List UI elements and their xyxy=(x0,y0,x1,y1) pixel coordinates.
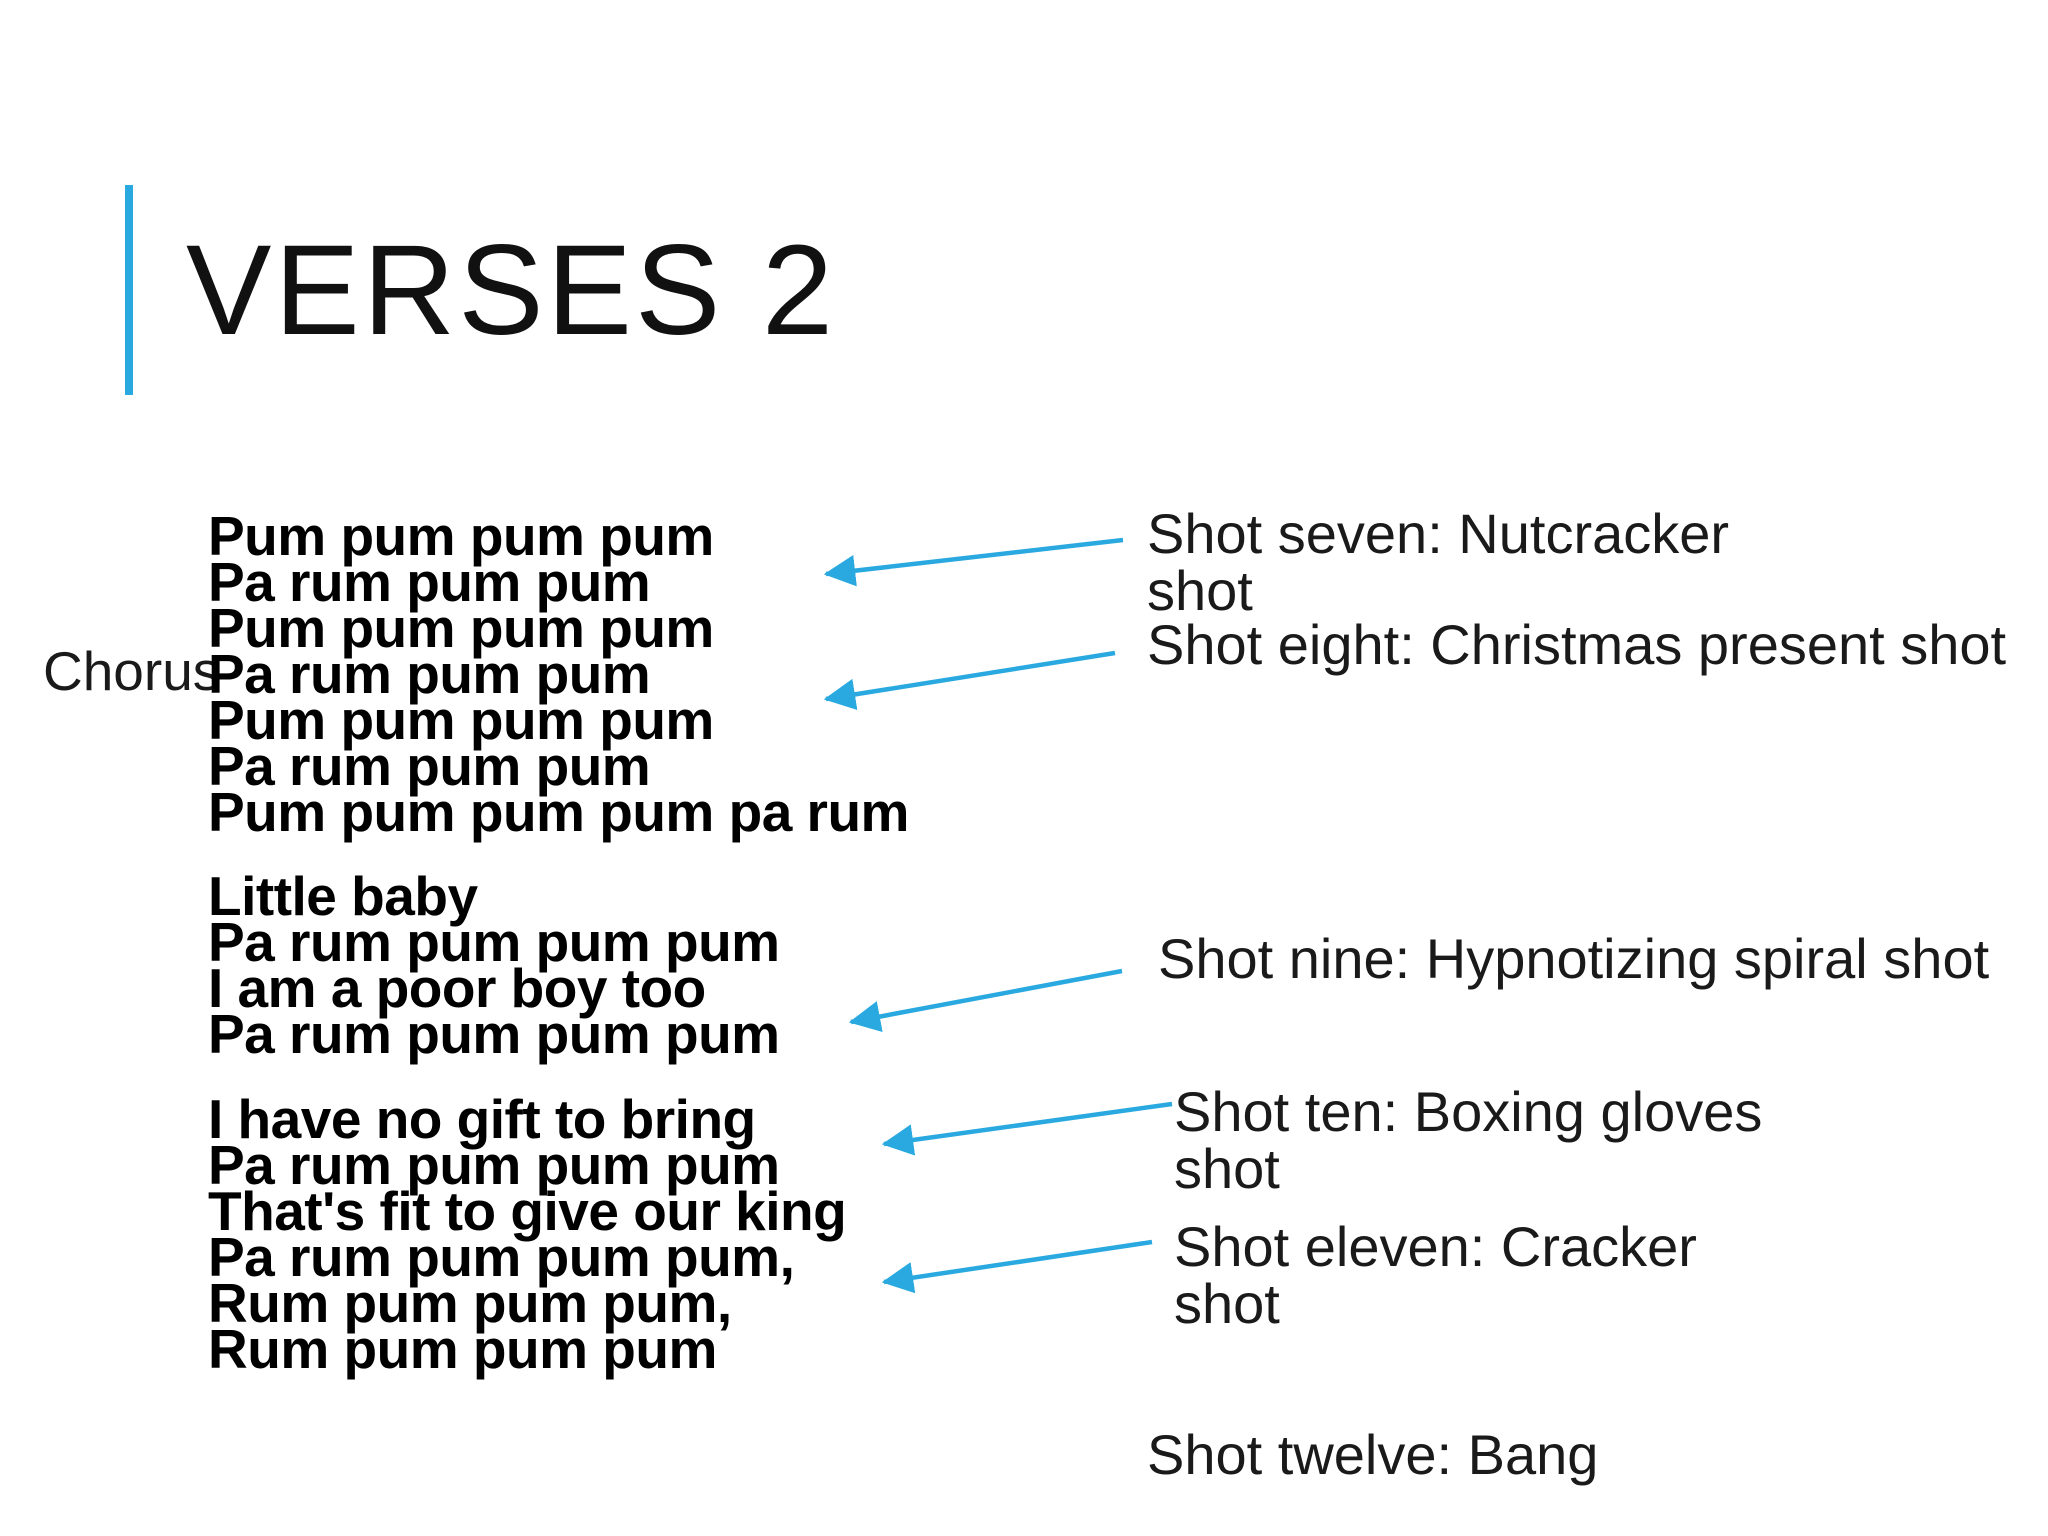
lyric-line: Rum pum pum pum xyxy=(208,1318,717,1380)
lyric-line: Pa rum pum pum pum xyxy=(208,1003,780,1065)
annotation-line: Shot nine: Hypnotizing spiral shot xyxy=(1158,927,1990,990)
title-accent-bar xyxy=(125,185,133,395)
slide-title: VERSES 2 xyxy=(186,219,837,362)
annotation-line: shot xyxy=(1174,1137,1280,1200)
annotation-line: Shot ten: Boxing gloves xyxy=(1174,1080,1763,1143)
lyric-line: That's fit to give our king xyxy=(208,1180,847,1242)
annotation-shot-seven: Shot seven: Nutcracker shot xyxy=(1147,505,1729,619)
annotation-line: shot xyxy=(1174,1272,1280,1335)
lyric-line: Pum pum pum pum xyxy=(208,505,714,567)
arrow-shot-eleven xyxy=(881,1239,1153,1294)
lyric-line: Pa rum pum pum xyxy=(208,551,651,613)
arrow-shot-nine xyxy=(848,968,1123,1033)
annotation-shot-ten: Shot ten: Boxing gloves shot xyxy=(1174,1083,1762,1197)
annotation-shot-eleven: Shot eleven: Cracker shot xyxy=(1174,1218,1697,1332)
lyric-line: I have no gift to bring xyxy=(208,1088,756,1150)
annotation-line: Shot eight: Christmas present shot xyxy=(1147,613,2007,676)
lyrics-stanza-little-baby: Little baby Pa rum pum pum pum I am a po… xyxy=(208,865,780,1065)
annotation-shot-nine: Shot nine: Hypnotizing spiral shot xyxy=(1158,930,1989,987)
annotation-line: Shot seven: Nutcracker xyxy=(1147,502,1730,565)
lyric-line: Pum pum pum pum pa rum xyxy=(208,781,909,843)
annotation-shot-eight: Shot eight: Christmas present shot xyxy=(1147,616,2006,673)
lyric-line: Pa rum pum pum xyxy=(208,735,651,797)
lyric-line: Pa rum pum pum xyxy=(208,643,651,705)
annotation-line: shot xyxy=(1147,559,1253,622)
annotation-line: Shot eleven: Cracker xyxy=(1174,1215,1697,1278)
lyric-line: Pa rum pum pum pum, xyxy=(208,1226,795,1288)
lyric-line: Pum pum pum pum xyxy=(208,689,714,751)
lyric-line: Pum pum pum pum xyxy=(208,597,714,659)
lyric-line: Rum pum pum pum, xyxy=(208,1272,732,1334)
lyric-line: Little baby xyxy=(208,865,478,927)
lyrics-stanza-no-gift: I have no gift to bring Pa rum pum pum p… xyxy=(208,1088,847,1380)
lyric-line: Pa rum pum pum pum xyxy=(208,911,780,973)
lyrics-stanza-chorus: Pum pum pum pum Pa rum pum pum Pum pum p… xyxy=(208,505,909,843)
annotation-line: Shot twelve: Bang xyxy=(1147,1423,1599,1486)
chorus-label: Chorus xyxy=(43,640,221,702)
lyric-line: I am a poor boy too xyxy=(208,957,706,1019)
arrow-shot-ten xyxy=(881,1101,1173,1156)
annotation-shot-twelve: Shot twelve: Bang xyxy=(1147,1426,1598,1483)
lyric-line: Pa rum pum pum pum xyxy=(208,1134,780,1196)
